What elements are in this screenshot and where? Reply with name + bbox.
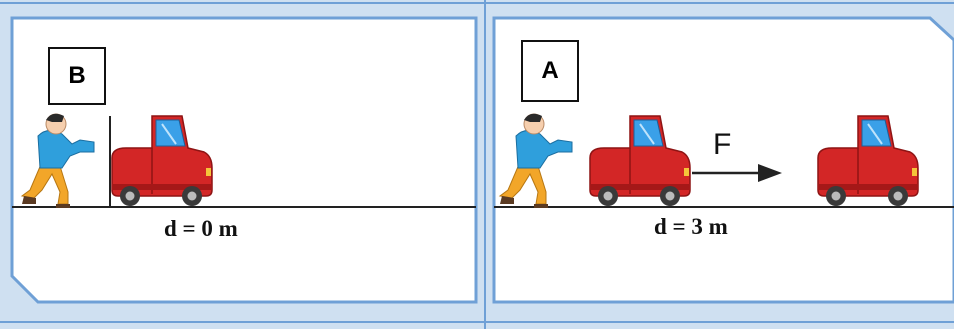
force-label: F (713, 128, 732, 161)
panel-a-distance: d = 3 m (654, 214, 728, 239)
panel-b-card (10, 16, 478, 304)
panel-b-distance: d = 0 m (164, 216, 238, 241)
panel-a-label: A (521, 40, 579, 102)
panel-a-card (492, 16, 954, 304)
panel-b-label: B (48, 47, 106, 105)
arrow-right-icon (692, 164, 782, 182)
